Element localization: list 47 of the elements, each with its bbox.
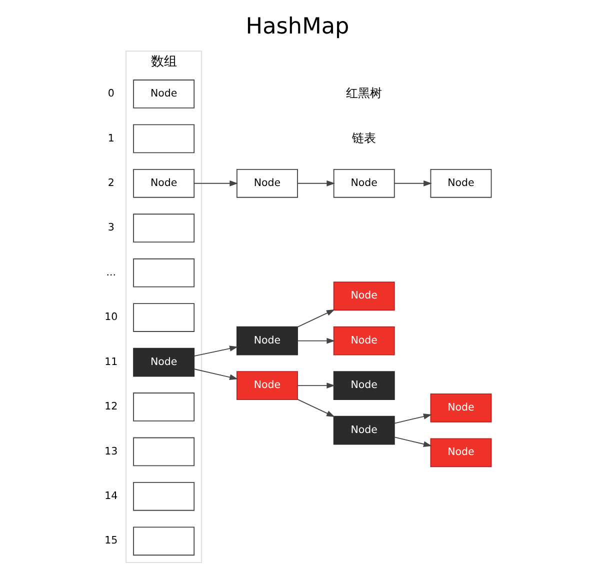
node-label: 13	[104, 445, 118, 458]
node-box: Node	[332, 326, 394, 356]
node-box	[132, 392, 194, 422]
node-label: 11	[104, 356, 118, 368]
node-box: Node	[236, 326, 298, 356]
node-label: 15	[104, 534, 118, 547]
node-box: Node	[332, 168, 394, 198]
label: 红黑树	[346, 86, 382, 100]
node-label: 14	[104, 490, 118, 502]
diagram-title: HashMap	[245, 14, 349, 40]
node-label: 10	[104, 311, 118, 324]
node-box	[132, 482, 194, 511]
node-label: ...	[106, 266, 116, 278]
node-box: Node	[332, 282, 394, 311]
node-box: Node	[430, 438, 492, 468]
label: 链表	[352, 130, 376, 145]
node-box: Node	[236, 371, 298, 400]
node-box	[132, 437, 194, 466]
node-box: Node	[132, 80, 194, 108]
node-box	[132, 526, 194, 556]
arrow	[193, 346, 238, 357]
node-label: 0	[107, 88, 114, 100]
node-label: 12	[104, 400, 118, 413]
arrow	[296, 382, 335, 388]
arrow	[296, 399, 334, 417]
arrow	[394, 414, 432, 424]
node-box	[132, 258, 194, 288]
arrow	[296, 309, 334, 328]
node-box: Node	[236, 168, 298, 198]
arrow	[394, 180, 432, 186]
arrow	[296, 338, 335, 344]
node-box	[132, 303, 194, 332]
arrow	[296, 180, 335, 186]
node-box	[132, 124, 194, 154]
node-box	[132, 214, 194, 243]
arrow	[394, 436, 432, 447]
arrow	[193, 368, 238, 380]
node-label: 1	[107, 132, 114, 144]
node-box: Node	[132, 348, 194, 377]
arrow	[193, 180, 238, 186]
node-box: Node	[332, 371, 394, 400]
node-box: Node	[132, 168, 194, 198]
node-box: Node	[332, 416, 394, 445]
node-box: Node	[430, 393, 492, 422]
node-label: 2	[107, 177, 114, 190]
node-label: 3	[107, 222, 114, 234]
node-box: Node	[430, 168, 492, 198]
